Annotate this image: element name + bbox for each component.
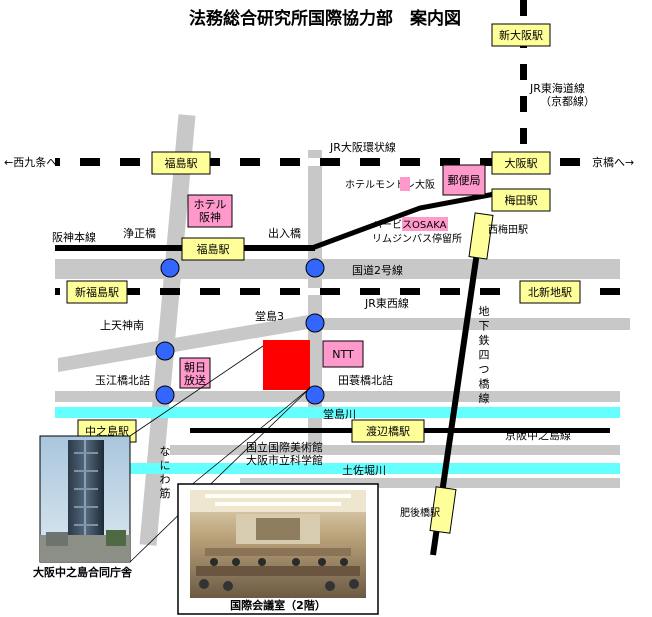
landmark-accent [400, 177, 410, 191]
building-photo [39, 435, 131, 563]
landmark-box [442, 164, 486, 196]
road-south-bank [240, 478, 620, 488]
rail-hanshin-ext [311, 190, 501, 251]
road-north-bank [55, 391, 620, 402]
road-diagonal [58, 313, 320, 372]
railway-label: ←西九条へ [4, 155, 57, 169]
intersection-label: 田蓑橋北詰 [338, 373, 393, 387]
station-label: 福島駅 [165, 156, 198, 170]
callout-line [129, 387, 311, 563]
building-photo-caption: 大阪中之島合同庁舎 [33, 565, 133, 579]
railway-label: JR東西線 [364, 296, 409, 310]
railway-label: 阪神本線 [52, 230, 96, 244]
station-box [66, 280, 128, 304]
station-label: 福島駅 [197, 242, 230, 256]
destination-marker [263, 340, 310, 390]
road-label: 国道2号線 [352, 263, 403, 277]
landmark-box [402, 217, 448, 231]
callout-line [129, 345, 264, 437]
station-box [429, 486, 457, 534]
intersection-marker [155, 341, 175, 361]
station-label: 中之島駅 [85, 424, 129, 438]
station-label: 渡辺橋駅 [366, 424, 410, 438]
river-label: 土佐堀川 [342, 463, 386, 477]
landmark-box [322, 340, 364, 368]
river-dojima [55, 407, 620, 418]
station-label: 大阪駅 [505, 156, 538, 170]
landmark-box [179, 357, 211, 389]
road-between-rivers [170, 445, 620, 455]
railway-label: 京橋へ→ [592, 155, 634, 169]
station-box [491, 151, 551, 175]
station-label: 北新地駅 [528, 285, 572, 299]
station-label: 新福島駅 [75, 285, 119, 299]
landmark-box [187, 194, 233, 228]
rail-jr-tokaido [520, 0, 527, 160]
landmark-label: 朝日放送 [184, 361, 206, 387]
station-label: 梅田駅 [505, 193, 538, 207]
intersection-label: 堂島3 [255, 309, 284, 323]
railway-label: 京阪中之島線 [505, 428, 571, 442]
intersection-marker [155, 385, 175, 405]
callout-line [189, 387, 311, 487]
intersection-marker [305, 385, 325, 405]
intersection-marker [305, 313, 325, 333]
map-title: 法務総合研究所国際協力部 案内図 [189, 8, 461, 29]
station-box [181, 237, 245, 261]
station-box [351, 419, 425, 443]
station-label: 新大阪駅 [499, 28, 543, 42]
intersection-label: 上天神南 [100, 318, 144, 332]
road-east [320, 318, 630, 330]
rail-jr-tozai [55, 288, 620, 295]
river-label: 堂島川 [323, 407, 356, 421]
railway-label: 地下鉄四つ橋線 [479, 305, 490, 405]
station-box [468, 212, 494, 260]
museums-label: 国立国際美術館大阪市立科学館 [246, 440, 323, 467]
landmark-label: 郵便局 [448, 174, 481, 187]
station-box [491, 23, 551, 47]
landmark-label: ホテル阪神 [194, 198, 227, 224]
landmark-label: NTT [332, 348, 354, 361]
railway-label: JR大阪環状線 [329, 140, 396, 154]
road-label: なにわ筋 [160, 445, 171, 500]
intersection-label: 出入橋 [268, 226, 301, 240]
intersection-label: 玉江橋北詰 [95, 373, 150, 387]
intersections: 浄正橋 出入橋 堂島3 上天神南 玉江橋北詰 田蓑橋北詰 [95, 226, 393, 405]
rail-jr-loop [55, 158, 590, 166]
road-yotsubashi-suji [308, 150, 322, 450]
conference-room-photo [177, 483, 379, 615]
line-labels: JR東海道線（京都線） JR大阪環状線 ←西九条へ 京橋へ→ 阪神本線 JR東西… [4, 81, 634, 500]
intersection-marker [305, 258, 325, 278]
landmark-label: ホテルモントレ大阪 [345, 178, 435, 191]
station-label: 西梅田駅 [488, 223, 528, 236]
river-tosabori [55, 463, 620, 474]
stations: 新大阪駅 福島駅 大阪駅 梅田駅 福島駅 新福島駅 北新地駅 中之島駅 渡辺橋駅… [66, 23, 581, 534]
station-box [151, 151, 211, 175]
station-box [519, 280, 581, 304]
station-label: 肥後橋駅 [400, 506, 440, 519]
railway-label: JR東海道線（京都線） [529, 81, 595, 108]
road-route2 [55, 259, 620, 279]
conference-room-caption: 国際会議室（2階） [230, 598, 326, 612]
intersection-label: 浄正橋 [123, 226, 156, 240]
station-box [491, 188, 551, 212]
intersection-marker [160, 258, 180, 278]
